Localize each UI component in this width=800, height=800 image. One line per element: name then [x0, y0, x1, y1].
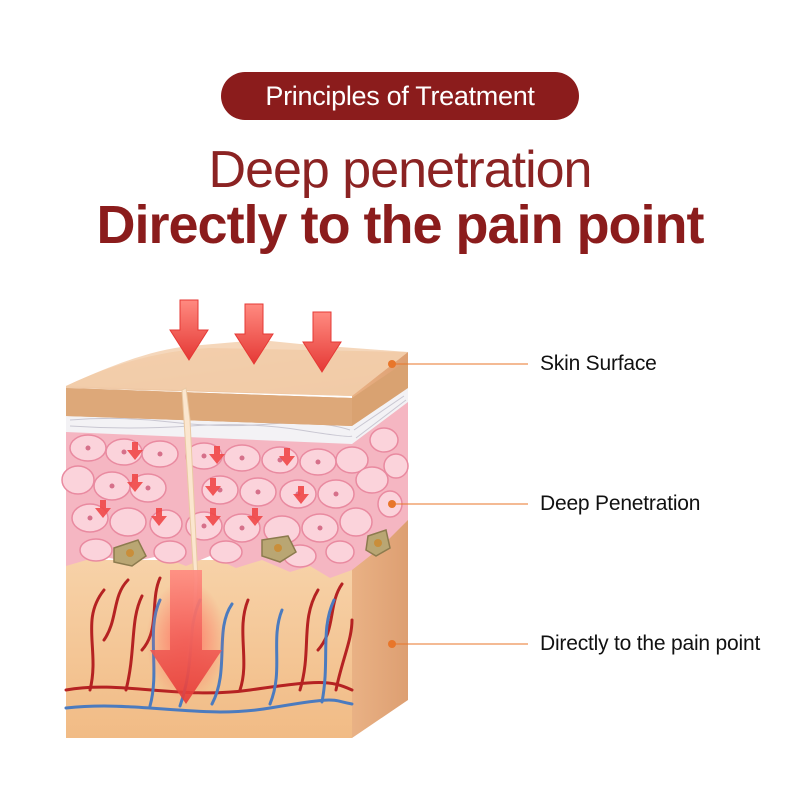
- fiber-layer: [66, 386, 408, 444]
- damaged-cells: [113, 529, 391, 567]
- arteries: [64, 576, 354, 695]
- section-badge-text: Principles of Treatment: [265, 80, 535, 111]
- dot-markers: [388, 360, 396, 648]
- cells: [61, 427, 409, 568]
- leader-lines: [392, 363, 528, 645]
- section-badge: Principles of Treatment: [221, 72, 579, 120]
- big-down-arrow-icon: [146, 570, 226, 704]
- label-skin-surface: Skin Surface: [540, 352, 657, 375]
- small-arrows: [95, 442, 309, 526]
- surface-down-arrow-icons: [169, 299, 342, 373]
- headline-deep-penetration: Deep penetration: [208, 141, 593, 199]
- headline-pain-point: Directly to the pain point: [96, 195, 704, 255]
- label-deep-penetration: Deep Penetration: [540, 492, 701, 515]
- label-pain-point: Directly to the pain point: [540, 632, 761, 655]
